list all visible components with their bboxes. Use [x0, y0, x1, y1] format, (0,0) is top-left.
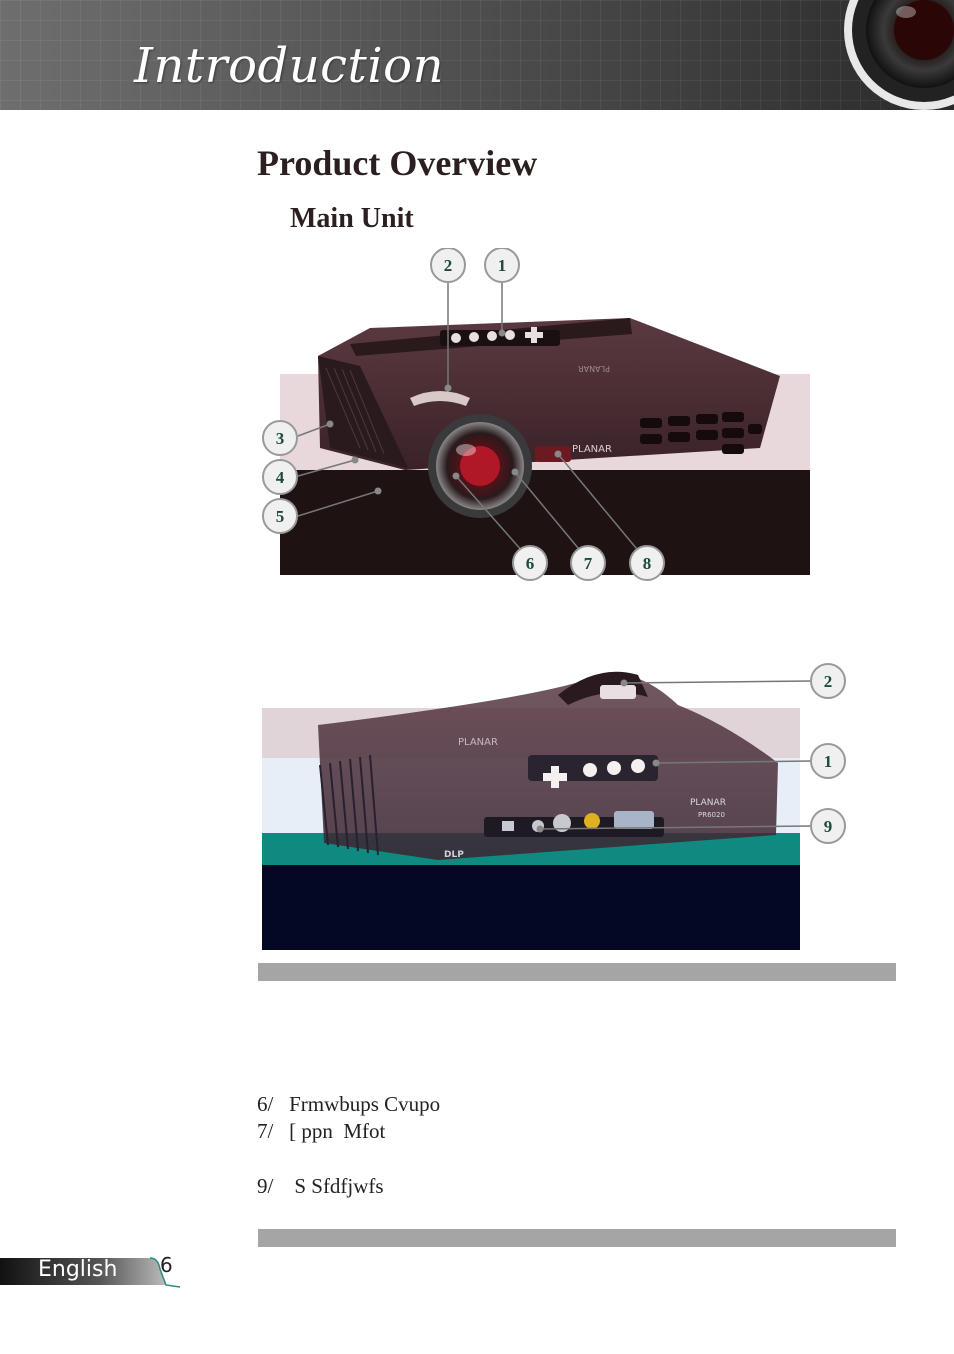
callout-dots	[536, 679, 660, 833]
composite-port	[584, 813, 600, 829]
svideo-port	[553, 814, 571, 832]
projector-rear-view: PLANAR PLANAR PR6020 DLP 2 1 9	[262, 663, 846, 950]
page-title: Introduction	[134, 38, 444, 94]
svg-text:1: 1	[498, 256, 507, 275]
model-label: PR6020	[698, 811, 725, 819]
brand-top: PLANAR	[458, 737, 498, 748]
divider-bar-top	[258, 963, 896, 981]
parts-list-item: 6/ Frmwbups Cvupo	[257, 1092, 441, 1116]
callout-markers: 2 1 3 4 5 6 7 8	[262, 248, 665, 581]
navy-band	[262, 865, 800, 950]
section-heading: Product Overview	[257, 143, 538, 183]
brand-label: PLANAR	[572, 444, 612, 455]
projector-body	[318, 318, 780, 470]
svg-text:2: 2	[444, 256, 453, 275]
subsection-heading: Main Unit	[290, 203, 414, 234]
side-vent	[319, 754, 379, 856]
page-number: 6	[160, 1253, 173, 1277]
ir-receiver	[535, 446, 571, 462]
projector-front-view: PLANAR PLANAR 2 1 3 4 5 6 7 8	[262, 248, 810, 581]
svg-text:3: 3	[276, 429, 285, 448]
parts-list-item: 7/ [ ppn Mfot	[257, 1119, 386, 1143]
svg-text:4: 4	[276, 468, 285, 487]
vga-port	[614, 811, 654, 829]
callout-markers: 2 1 9	[810, 663, 846, 844]
svg-text:2: 2	[824, 672, 833, 691]
svg-text:7: 7	[584, 554, 593, 573]
callout-leaders	[297, 283, 647, 561]
svg-text:5: 5	[276, 507, 285, 526]
control-buttons	[451, 327, 543, 343]
callout-2: 2	[810, 663, 846, 699]
callout-5: 5	[262, 498, 298, 534]
callout-1: 1	[484, 248, 520, 283]
callout-7: 7	[570, 545, 606, 581]
svg-text:6: 6	[526, 554, 535, 573]
callout-3: 3	[262, 420, 298, 456]
callout-4: 4	[262, 459, 298, 495]
svg-text:9: 9	[824, 817, 833, 836]
callout-leaders	[539, 680, 812, 830]
callout-2: 2	[430, 248, 466, 283]
brand-side: PLANAR	[690, 798, 726, 808]
footer-language: English	[38, 1257, 118, 1282]
header-banner: Introduction	[0, 0, 954, 110]
lens-graphic-icon	[844, 0, 954, 110]
dlp-logo: DLP	[444, 850, 464, 860]
right-vent	[640, 412, 762, 454]
callout-6: 6	[512, 545, 548, 581]
left-vent	[318, 356, 408, 468]
parts-list-item: 9/ S Sfdfjwfs	[257, 1174, 384, 1198]
footer-tab	[0, 1257, 180, 1288]
callout-9: 9	[810, 808, 846, 844]
callout-dots	[326, 329, 562, 495]
usb-port	[502, 821, 514, 831]
callout-8: 8	[629, 545, 665, 581]
divider-bar-bottom	[258, 1229, 896, 1247]
svg-text:1: 1	[824, 752, 833, 771]
control-buttons	[543, 759, 645, 788]
svg-text:PLANAR: PLANAR	[578, 364, 610, 373]
svg-text:8: 8	[643, 554, 652, 573]
callout-1: 1	[810, 743, 846, 779]
banner-grid-pattern	[0, 0, 954, 110]
